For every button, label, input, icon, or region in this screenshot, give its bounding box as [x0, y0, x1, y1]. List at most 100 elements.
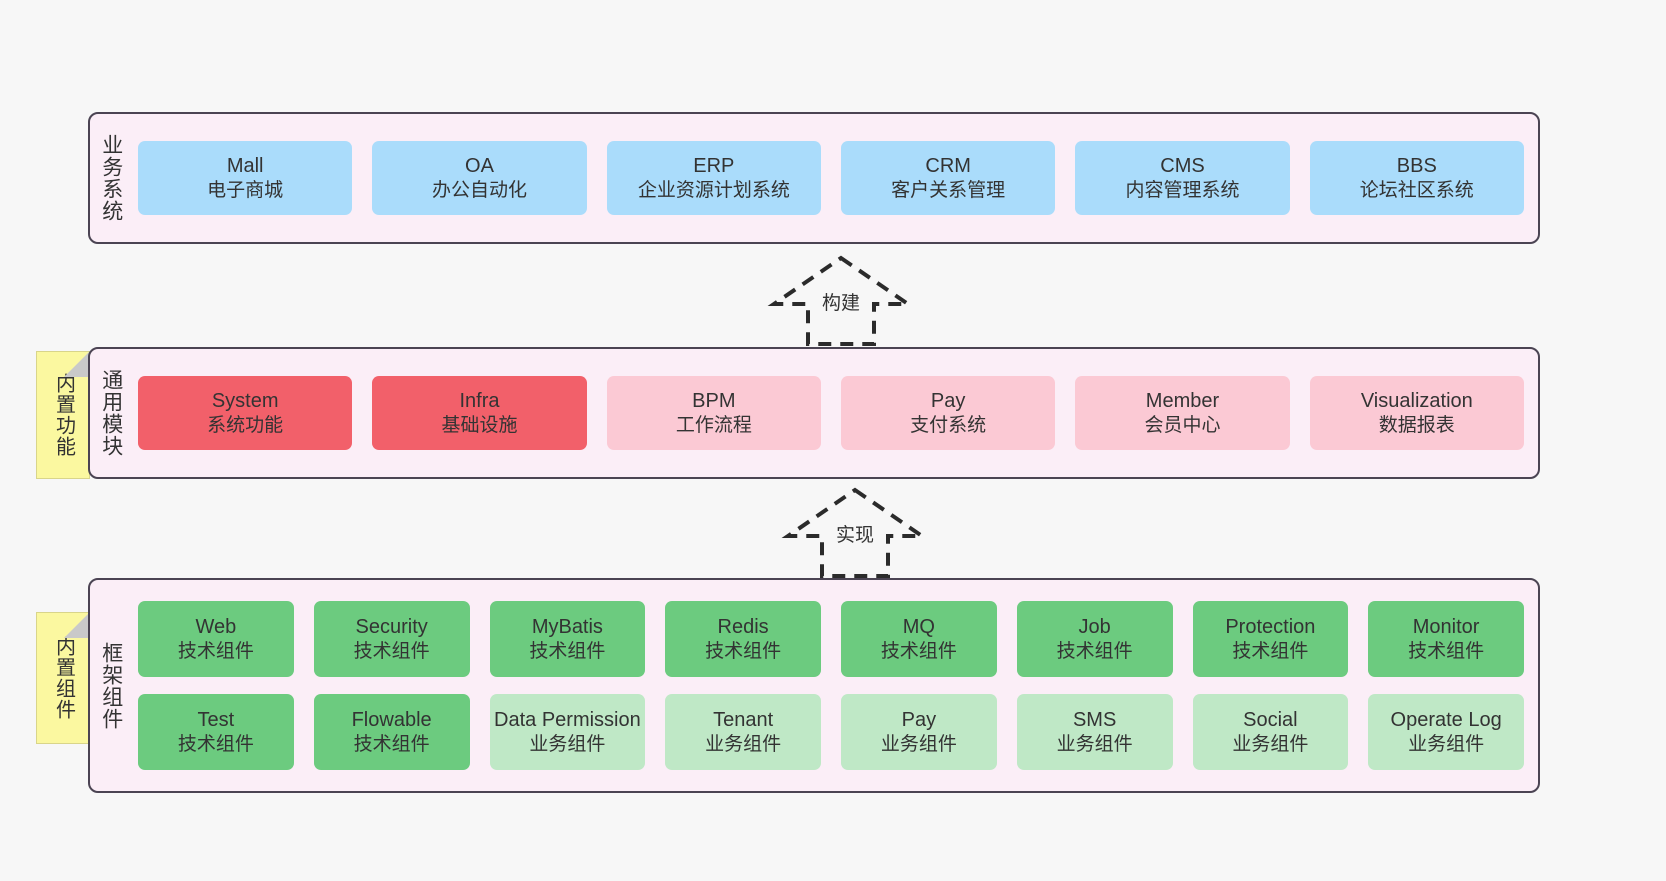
- node-subtitle: 技术组件: [177, 640, 254, 662]
- node-redis[interactable]: Redis 技术组件: [665, 601, 821, 677]
- node-subtitle: 电子商城: [207, 179, 284, 201]
- node-cms[interactable]: CMS 内容管理系统: [1075, 141, 1290, 215]
- layer-body-framework: Web 技术组件 Security 技术组件 MyBatis 技术组件 Redi…: [132, 580, 1538, 791]
- node-subtitle: 基础设施: [441, 414, 518, 436]
- layer-label-modules: 通用模块: [99, 369, 123, 457]
- note-builtin-features: 内置功能: [36, 351, 90, 479]
- node-title: ERP: [693, 155, 735, 178]
- connector-build-arrow: 构建: [756, 252, 926, 348]
- node-title: CMS: [1160, 155, 1205, 178]
- row-framework-1: Web 技术组件 Security 技术组件 MyBatis 技术组件 Redi…: [138, 601, 1524, 677]
- layer-business-systems: 业务系统 Mall 电子商城 OA 办公自动化 ERP 企业资源计划系统 CRM…: [88, 112, 1540, 244]
- connector-realize-arrow: 实现: [770, 484, 940, 580]
- node-erp[interactable]: ERP 企业资源计划系统: [606, 141, 821, 215]
- node-subtitle: 技术组件: [177, 733, 254, 755]
- node-subtitle: 业务组件: [1232, 733, 1309, 755]
- node-title: Mall: [226, 155, 264, 178]
- node-title: Monitor: [1412, 616, 1480, 639]
- node-mybatis[interactable]: MyBatis 技术组件: [489, 601, 646, 677]
- node-subtitle: 内容管理系统: [1125, 179, 1240, 201]
- row-modules-1: System 系统功能 Infra 基础设施 BPM 工作流程 Pay 支付系统…: [138, 376, 1524, 450]
- node-subtitle: 数据报表: [1378, 414, 1455, 436]
- layer-body-business: Mall 电子商城 OA 办公自动化 ERP 企业资源计划系统 CRM 客户关系…: [132, 114, 1538, 242]
- node-title: Data Permission: [494, 709, 641, 732]
- node-title: MQ: [902, 616, 935, 639]
- node-title: BPM: [692, 390, 736, 413]
- node-protection[interactable]: Protection 技术组件: [1192, 601, 1349, 677]
- node-security[interactable]: Security 技术组件: [313, 601, 470, 677]
- connector-realize-label: 实现: [835, 525, 875, 546]
- node-pay-module[interactable]: Pay 支付系统: [840, 376, 1056, 450]
- node-title: SMS: [1072, 709, 1117, 732]
- node-subtitle: 业务组件: [880, 733, 957, 755]
- node-monitor[interactable]: Monitor 技术组件: [1368, 601, 1524, 677]
- layer-framework-components: 框架组件 Web 技术组件 Security 技术组件 MyBatis 技术组件…: [88, 578, 1540, 793]
- layer-label-framework: 框架组件: [99, 641, 123, 730]
- node-data-permission[interactable]: Data Permission 业务组件: [489, 694, 646, 770]
- node-title: Visualization: [1360, 390, 1473, 413]
- node-operate-log[interactable]: Operate Log 业务组件: [1368, 694, 1524, 770]
- node-oa[interactable]: OA 办公自动化: [372, 141, 587, 215]
- node-job[interactable]: Job 技术组件: [1016, 601, 1173, 677]
- node-title: Operate Log: [1390, 709, 1502, 732]
- node-title: OA: [465, 155, 494, 178]
- node-subtitle: 业务组件: [1408, 733, 1485, 755]
- node-subtitle: 技术组件: [1232, 640, 1309, 662]
- node-subtitle: 企业资源计划系统: [637, 179, 790, 201]
- node-title: Web: [195, 616, 237, 639]
- node-subtitle: 工作流程: [675, 414, 752, 436]
- node-title: BBS: [1396, 155, 1437, 178]
- node-title: Pay: [930, 390, 966, 413]
- node-member[interactable]: Member 会员中心: [1075, 376, 1290, 450]
- note-builtin-components: 内置组件: [36, 612, 90, 744]
- layer-body-modules: System 系统功能 Infra 基础设施 BPM 工作流程 Pay 支付系统…: [132, 349, 1538, 477]
- node-title: Infra: [459, 390, 500, 413]
- node-subtitle: 技术组件: [705, 640, 782, 662]
- layer-common-modules: 通用模块 System 系统功能 Infra 基础设施 BPM 工作流程 Pay…: [88, 347, 1540, 479]
- connector-build-label: 构建: [821, 293, 861, 314]
- node-flowable[interactable]: Flowable 技术组件: [313, 694, 470, 770]
- row-framework-2: Test 技术组件 Flowable 技术组件 Data Permission …: [138, 694, 1524, 770]
- node-subtitle: 论坛社区系统: [1359, 179, 1474, 201]
- node-visualization[interactable]: Visualization 数据报表: [1309, 376, 1524, 450]
- node-crm[interactable]: CRM 客户关系管理: [840, 141, 1056, 215]
- node-social[interactable]: Social 业务组件: [1192, 694, 1349, 770]
- node-title: Social: [1243, 709, 1298, 732]
- node-subtitle: 技术组件: [1408, 640, 1485, 662]
- layer-label-business: 业务系统: [99, 134, 123, 222]
- note-text: 内置组件: [52, 636, 75, 720]
- node-subtitle: 会员中心: [1144, 414, 1221, 436]
- node-infra[interactable]: Infra 基础设施: [372, 376, 587, 450]
- node-sms[interactable]: SMS 业务组件: [1016, 694, 1173, 770]
- node-bbs[interactable]: BBS 论坛社区系统: [1309, 141, 1524, 215]
- node-title: CRM: [925, 155, 971, 178]
- node-title: Job: [1078, 616, 1111, 639]
- node-test[interactable]: Test 技术组件: [138, 694, 294, 770]
- row-business-1: Mall 电子商城 OA 办公自动化 ERP 企业资源计划系统 CRM 客户关系…: [138, 141, 1524, 215]
- node-subtitle: 支付系统: [910, 414, 987, 436]
- node-subtitle: 技术组件: [1056, 640, 1133, 662]
- node-title: Security: [355, 616, 428, 639]
- node-tenant[interactable]: Tenant 业务组件: [665, 694, 821, 770]
- node-pay-component[interactable]: Pay 业务组件: [841, 694, 997, 770]
- node-web[interactable]: Web 技术组件: [138, 601, 294, 677]
- node-subtitle: 技术组件: [353, 640, 430, 662]
- node-title: Test: [197, 709, 235, 732]
- node-mq[interactable]: MQ 技术组件: [841, 601, 997, 677]
- node-title: Pay: [901, 709, 937, 732]
- node-title: Flowable: [351, 709, 432, 732]
- node-subtitle: 业务组件: [529, 733, 606, 755]
- node-mall[interactable]: Mall 电子商城: [138, 141, 353, 215]
- node-title: Protection: [1225, 616, 1316, 639]
- node-subtitle: 客户关系管理: [891, 179, 1006, 201]
- node-subtitle: 业务组件: [705, 733, 782, 755]
- node-bpm[interactable]: BPM 工作流程: [606, 376, 821, 450]
- node-title: System: [211, 390, 279, 413]
- node-subtitle: 技术组件: [880, 640, 957, 662]
- node-system[interactable]: System 系统功能: [138, 376, 353, 450]
- node-title: Redis: [717, 616, 769, 639]
- node-subtitle: 业务组件: [1056, 733, 1133, 755]
- node-subtitle: 技术组件: [529, 640, 606, 662]
- note-text: 内置功能: [52, 373, 75, 457]
- node-subtitle: 办公自动化: [431, 179, 527, 201]
